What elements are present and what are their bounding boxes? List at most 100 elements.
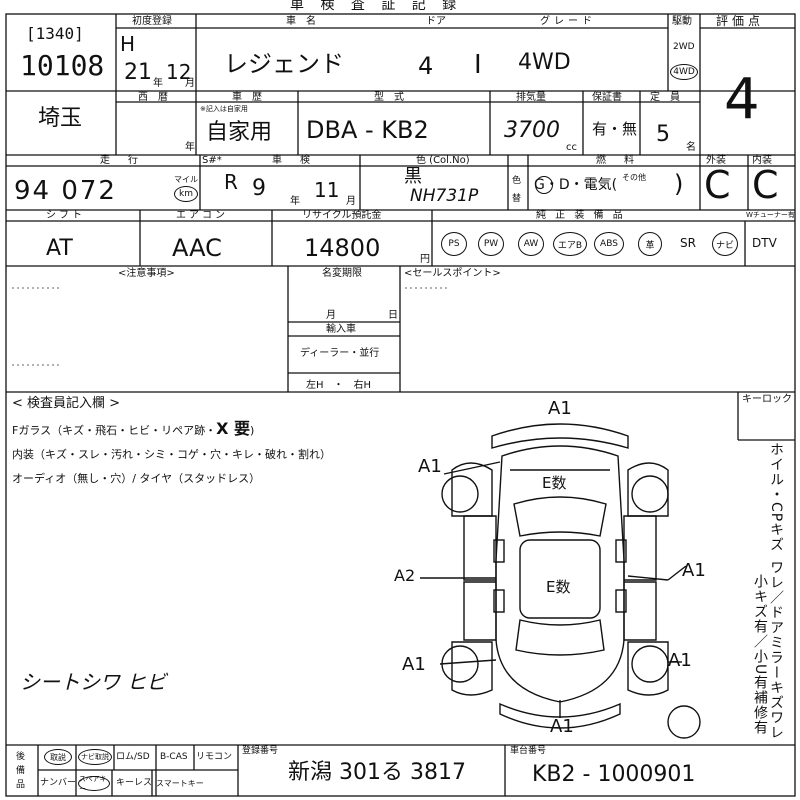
left-mirror [493,539,505,563]
equipment-label: 純 正 装 備 品 [536,210,626,221]
damage-mark-left-side: A2 [394,566,416,585]
capacity-unit: 名 [686,142,696,153]
equipment-navi-circled: ナビ [712,232,738,256]
right-front-door [623,515,657,581]
inspection-month-unit: 月 [346,196,356,207]
color-value: 黒 [404,166,422,187]
interior-value: C [752,163,779,207]
model-value: DBA - KB2 [306,116,429,144]
inside-mark-hood: E数 [542,474,567,492]
inspection-label: 車 検 [272,155,314,166]
accessory-bcas: B-CAS [160,752,188,762]
right-rear-door [623,581,657,641]
fuel-g-circle [535,176,553,194]
vertical-note-small-scratch: 小キズ有／小U有 [752,574,768,691]
drive-2wd-option: 2WD [673,42,695,52]
right-rear-fender [627,641,669,696]
color-change-label: 色替 [512,176,522,204]
lot-code: [1340] [26,24,84,43]
registration-year: 21 [124,60,152,85]
car-name-label: 車 名 [286,16,316,27]
color-code: NH731P [410,186,479,206]
grade-label: グレード [540,16,596,27]
windshield-close: ) [250,424,255,437]
spare-tire [667,705,701,739]
mileage-value: 94 072 [14,176,117,206]
equipment-aw-circled: AW [518,232,544,256]
warranty-label: 保証書 [592,92,622,103]
evaluation-score: 4 [724,67,760,132]
inspection-era: R [224,170,238,194]
plate-value: 新潟 301る 3817 [288,760,466,785]
recycle-value: 14800 [304,234,381,262]
registration-month: 12 [166,60,192,84]
name-change-day: 日 [388,310,398,321]
equipment-abs-circled: ABS [594,232,624,256]
accessory-smart-key: スマートキー [156,779,204,788]
keylock-label: キーロック [742,394,792,405]
registration-era: H [120,32,136,56]
inspector-line-interior: 内装（キズ・スレ・汚れ・シミ・コゲ・穴・キレ・破れ・割れ） [12,448,331,461]
damage-mark-front: A1 [548,398,572,419]
left-rear-fender [451,641,493,696]
dealer-label: ディーラー・並行 [300,348,380,359]
windshield-outline [513,496,607,537]
import-label: 輸入車 [326,324,356,335]
equipment-ps-circled: PS [441,232,467,256]
grade-drive: 4WD [518,50,571,75]
color-label: 色 (Col.No) [416,155,470,166]
evaluation-label: 評価点 [716,14,765,28]
shift-value: AT [46,236,73,261]
recycle-unit: 円 [420,254,430,265]
displacement-label: 排気量 [516,92,546,103]
accessory-navi-manual-circled: ナビ取説 [78,749,112,765]
fuel-label: 燃 料 [596,155,638,166]
mileage-label: 走 行 [100,155,142,166]
inside-mark-roof: E数 [546,578,571,596]
accessory-plate: ナンバー [40,778,77,788]
right-front-fender [627,462,669,517]
left-rear-door [463,581,497,641]
damage-mark-left-front: A1 [418,456,442,477]
history-note: ※記入は自家用 [200,105,248,113]
steering-label: 左H ・ 右H [306,380,372,391]
model-label: 型 式 [374,92,404,103]
damage-mark-right-side: A1 [682,560,706,581]
accessory-rom-sd: ロム/SD [116,752,150,762]
chassis-label: 車台番号 [510,746,547,756]
right-rear-tire [631,645,669,683]
vehicle-name: レジェンド [224,50,344,78]
registration-month-unit: 月 [185,78,195,89]
accessories-label: 後 備 品 [16,752,26,790]
mileage-unit-mile: マイル [174,175,198,184]
drive-label: 駆動 [672,16,692,27]
inspection-prefix: S#* [202,155,222,166]
equipment-sunroof: SR [680,236,696,250]
first-registration-label: 初度登録 [132,16,172,27]
interior-label: 内装 [752,155,772,166]
roof-outline [519,539,601,619]
recycle-label: リサイクル預託金 [302,210,382,221]
capacity-label: 定 員 [650,92,680,103]
equipment-dtv: DTV [752,236,777,250]
windshield-options: Fガラス（キズ・飛石・ヒビ・リペア跡・ [12,424,217,437]
mileage-unit-km-circled: km [174,186,198,202]
caution-label: <注意事項> [118,268,175,279]
doors-label: ドア [426,16,446,27]
ac-value: AAC [172,234,222,262]
displacement-value: 3700 [504,118,560,143]
history-value: 自家用 [206,120,273,145]
rear-window-outline [515,619,605,656]
damage-mark-right-rear: A1 [668,650,692,671]
accessory-keyless: キーレス [116,778,153,788]
plate-label: 登録番号 [242,746,279,756]
form-title-fragment: 車 検 査 証 記 録 [290,0,463,13]
shift-label: シフト [46,210,85,221]
tuner-label: Wチューナー有 [746,211,795,219]
exterior-value: C [704,163,731,207]
accessory-manual-circled: 取説 [44,749,72,765]
right-mirror [615,539,627,563]
equipment-pw-circled: PW [478,232,504,256]
left-front-door [463,515,497,581]
